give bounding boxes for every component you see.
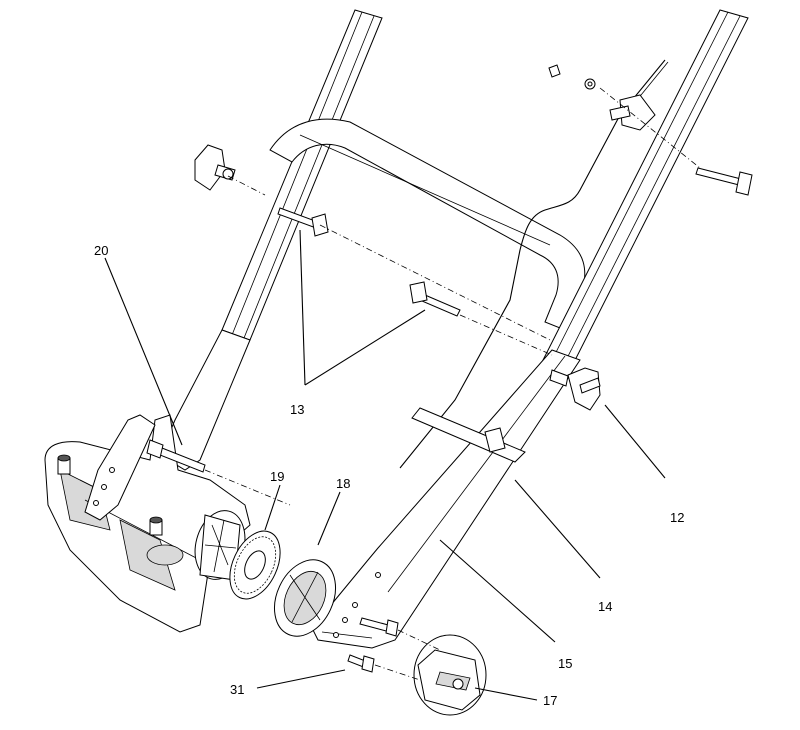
assembly-centerlines: [204, 87, 701, 681]
callout-12: 12: [670, 510, 684, 525]
leader-lines: [104, 229, 666, 701]
callout-15: 15: [558, 656, 572, 671]
bolt-20: [146, 439, 206, 473]
carriage-bolt-13-lower: [409, 281, 461, 317]
bolts-31: [347, 617, 399, 673]
callout-14: 14: [598, 599, 612, 614]
lower-left-handle-bracket: [84, 414, 156, 521]
handle-knob-12: [549, 367, 601, 411]
cable-guide-bracket: [411, 407, 526, 463]
upper-handle-right-rail: [537, 9, 749, 381]
upper-handle-left-rail: [159, 9, 383, 471]
callout-19: 19: [270, 469, 284, 484]
lower-handle-right: [311, 349, 581, 649]
callout-31: 31: [230, 682, 244, 697]
callout-20: 20: [94, 243, 108, 258]
ratchet-gear-19: [229, 530, 281, 600]
callout-18: 18: [336, 476, 350, 491]
callout-13: 13: [290, 402, 304, 417]
cable-clip-assembly: [548, 64, 656, 131]
callout-17: 17: [543, 693, 557, 708]
knob-17: [413, 634, 487, 716]
bolt-upper-right: [695, 167, 753, 196]
callout-labels: 20 19 18 13 12 14 15 17 31: [94, 243, 684, 708]
handle-knob-upper-left: [194, 144, 236, 191]
ratchet-cover-18: [274, 559, 336, 637]
